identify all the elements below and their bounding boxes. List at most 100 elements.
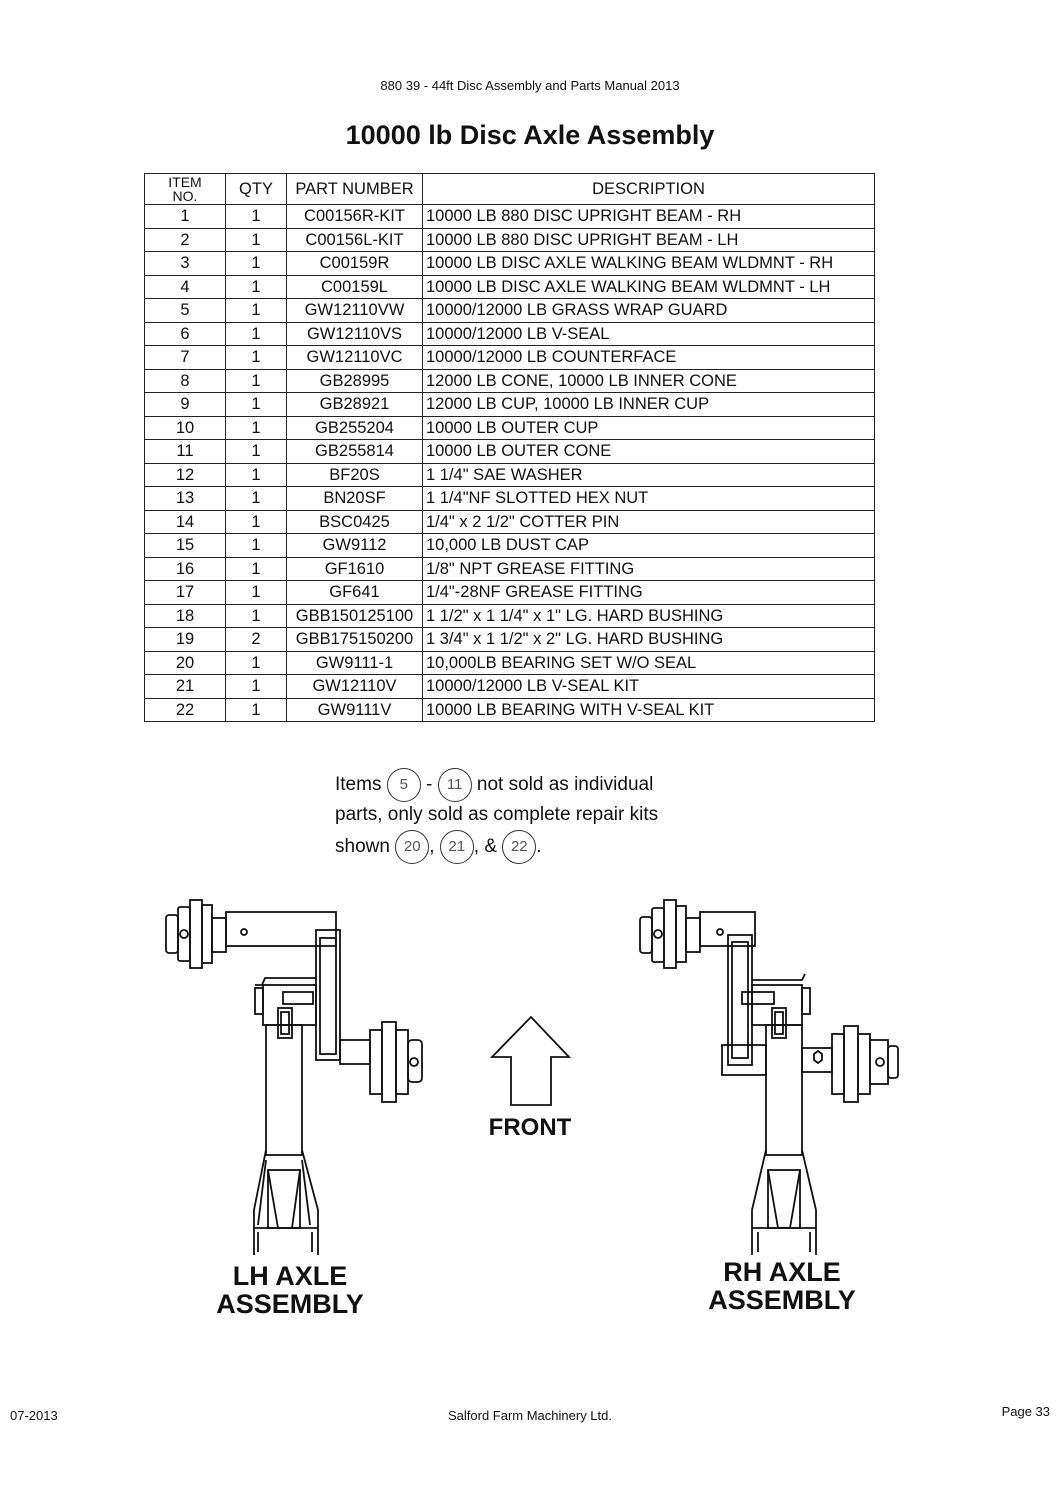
cell-qty: 1 — [225, 415, 287, 440]
cell-description: 1 1/2" x 1 1/4" x 1" LG. HARD BUSHING — [422, 603, 875, 628]
cell-description: 1/8" NPT GREASE FITTING — [422, 556, 875, 581]
cell-item-no: 14 — [144, 509, 226, 534]
lh-axle-assembly-label: LH AXLE ASSEMBLY — [190, 1262, 390, 1318]
cell-qty: 1 — [225, 204, 287, 229]
cell-qty: 1 — [225, 650, 287, 675]
cell-item-no: 2 — [144, 227, 226, 252]
cell-part-number: BN20SF — [286, 486, 423, 511]
cell-item-no: 20 — [144, 650, 226, 675]
cell-description: 12000 LB CONE, 10000 LB INNER CONE — [422, 368, 875, 393]
cell-description: 1/4"-28NF GREASE FITTING — [422, 580, 875, 605]
axle-assembly-diagram — [165, 899, 899, 1255]
cell-description: 10000 LB DISC AXLE WALKING BEAM WLDMNT -… — [422, 251, 875, 276]
header-item-line2: NO. — [172, 188, 198, 204]
rh-label-line1: RH AXLE — [723, 1257, 841, 1287]
cell-qty: 1 — [225, 227, 287, 252]
page-title: 10000 lb Disc Axle Assembly — [345, 120, 715, 150]
lh-axle-drawing — [165, 899, 423, 1255]
cell-item-no: 4 — [144, 274, 226, 299]
note-line-2: parts, only sold as complete repair kits — [335, 804, 659, 825]
cell-description: 10,000 LB DUST CAP — [422, 533, 875, 558]
cell-item-no: 9 — [144, 392, 226, 417]
cell-part-number: GB255204 — [286, 415, 423, 440]
note-line-3: shown 20, 21, & 22. — [335, 830, 542, 864]
item-callout-5: 5 — [386, 768, 421, 802]
cell-item-no: 19 — [144, 627, 226, 652]
cell-description: 1 3/4" x 1 1/2" x 2" LG. HARD BUSHING — [422, 627, 875, 652]
rh-label-line2: ASSEMBLY — [708, 1285, 856, 1315]
kit-callout-20: 20 — [395, 830, 430, 864]
note-dash: - — [426, 774, 433, 796]
header-qty: QTY — [225, 173, 287, 205]
cell-description: 1 1/4"NF SLOTTED HEX NUT — [422, 486, 875, 511]
cell-qty: 1 — [225, 251, 287, 276]
footer-company: Salford Farm Machinery Ltd. — [447, 1408, 612, 1423]
footer-date: 07-2013 — [10, 1408, 58, 1423]
table-header-row: ITEM NO. QTY PART NUMBER DESCRIPTION — [144, 173, 875, 205]
kit-callout-22: 22 — [502, 830, 537, 864]
cell-part-number: GF1610 — [286, 556, 423, 581]
front-label: FRONT — [488, 1114, 572, 1141]
cell-qty: 1 — [225, 321, 287, 346]
cell-part-number: GW12110VC — [286, 345, 423, 370]
cell-qty: 2 — [225, 627, 287, 652]
note-text-1: not sold as individual — [476, 774, 654, 796]
note-period: . — [536, 836, 542, 858]
kit-callout-21: 21 — [439, 830, 474, 864]
cell-item-no: 13 — [144, 486, 226, 511]
front-arrow-icon — [489, 1015, 572, 1106]
cell-description: 1/4" x 2 1/2" COTTER PIN — [422, 509, 875, 534]
cell-part-number: GW9111V — [286, 697, 423, 722]
header-description: DESCRIPTION — [422, 173, 875, 205]
cell-description: 10000 LB OUTER CUP — [422, 415, 875, 440]
cell-qty: 1 — [225, 697, 287, 722]
cell-description: 10000 LB OUTER CONE — [422, 439, 875, 464]
cell-part-number: GW9111-1 — [286, 650, 423, 675]
footer-page-number: Page 33 — [1001, 1404, 1050, 1419]
cell-part-number: GW9112 — [286, 533, 423, 558]
cell-part-number: C00156R-KIT — [286, 204, 423, 229]
cell-qty: 1 — [225, 509, 287, 534]
cell-item-no: 22 — [144, 697, 226, 722]
cell-part-number: BF20S — [286, 462, 423, 487]
note-line-1: Items 5 - 11 not sold as individual — [335, 768, 653, 802]
cell-part-number: GW12110VS — [286, 321, 423, 346]
note-ampersand: , & — [473, 836, 497, 858]
cell-qty: 1 — [225, 533, 287, 558]
cell-part-number: C00159L — [286, 274, 423, 299]
cell-qty: 1 — [225, 462, 287, 487]
header-item-line1: ITEM — [168, 174, 202, 190]
cell-description: 10000/12000 LB COUNTERFACE — [422, 345, 875, 370]
item-callout-11: 11 — [437, 768, 472, 802]
cell-description: 1 1/4" SAE WASHER — [422, 462, 875, 487]
rh-axle-drawing — [639, 899, 899, 1255]
header-part-number: PART NUMBER — [286, 173, 423, 205]
cell-part-number: GB28921 — [286, 392, 423, 417]
cell-item-no: 18 — [144, 603, 226, 628]
cell-item-no: 16 — [144, 556, 226, 581]
cell-description: 10000 LB DISC AXLE WALKING BEAM WLDMNT -… — [422, 274, 875, 299]
cell-description: 12000 LB CUP, 10000 LB INNER CUP — [422, 392, 875, 417]
cell-description: 10000 LB BEARING WITH V-SEAL KIT — [422, 697, 875, 722]
cell-item-no: 12 — [144, 462, 226, 487]
cell-item-no: 1 — [144, 204, 226, 229]
cell-item-no: 7 — [144, 345, 226, 370]
cell-qty: 1 — [225, 439, 287, 464]
rh-axle-assembly-label: RH AXLE ASSEMBLY — [682, 1258, 882, 1314]
cell-item-no: 3 — [144, 251, 226, 276]
